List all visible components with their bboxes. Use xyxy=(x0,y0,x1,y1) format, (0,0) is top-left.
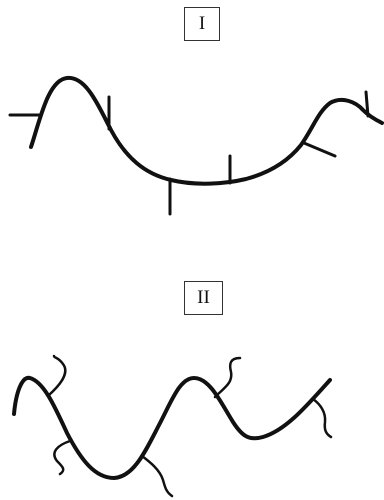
panel-2-sidechain-5 xyxy=(313,399,331,437)
panel-2-label: II xyxy=(184,281,223,315)
panel-2-drawing xyxy=(14,356,331,496)
panel-1-bristle-diagonal xyxy=(304,143,335,156)
panel-2-sidechain-4 xyxy=(215,358,240,397)
panel-1-drawing xyxy=(10,78,382,214)
panel-2-sidechain-1 xyxy=(49,356,65,395)
panel-2-backbone xyxy=(14,378,330,478)
panel-1-bristle-right xyxy=(366,92,368,116)
panel-1-backbone xyxy=(31,78,382,184)
panel-2-sidechain-2 xyxy=(54,441,70,474)
panel-1-label: I xyxy=(184,7,220,41)
panel-2-sidechain-3 xyxy=(142,456,172,496)
